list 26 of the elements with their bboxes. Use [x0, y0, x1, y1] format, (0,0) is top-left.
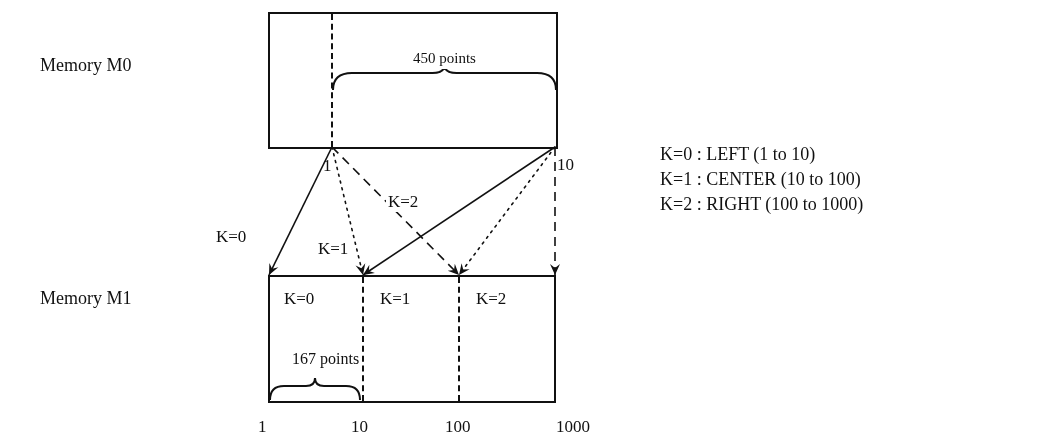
arrow [268, 146, 333, 276]
edge-label: K=2 [386, 193, 421, 212]
section-label: K=1 [380, 289, 411, 308]
text-label: 1000 [556, 418, 590, 437]
arrow [331, 146, 366, 276]
text-label: 1 [258, 418, 267, 437]
text-label: K=2 : RIGHT (100 to 1000) [660, 195, 864, 215]
text-label: 100 [445, 418, 471, 437]
arrow [550, 146, 560, 276]
point-range [331, 14, 556, 147]
text-label: Memory M1 [40, 289, 132, 309]
range-label: 450 points [411, 50, 478, 67]
arrow [331, 146, 460, 276]
section-label: K=0 [284, 289, 315, 308]
text-label: 167 points [292, 350, 360, 368]
arrow [458, 146, 556, 276]
text-label: 10 [557, 156, 574, 175]
arrow [362, 146, 556, 276]
text-label: K=0 : LEFT (1 to 10) [660, 145, 816, 165]
text-label: 1 [323, 157, 332, 176]
text-label: 10 [351, 418, 368, 437]
section-label: K=2 [476, 289, 507, 308]
memory-block [268, 12, 558, 149]
text-label: Memory M0 [40, 56, 132, 76]
text-label: K=1 : CENTER (10 to 100) [660, 170, 861, 190]
memory-block [268, 275, 556, 403]
